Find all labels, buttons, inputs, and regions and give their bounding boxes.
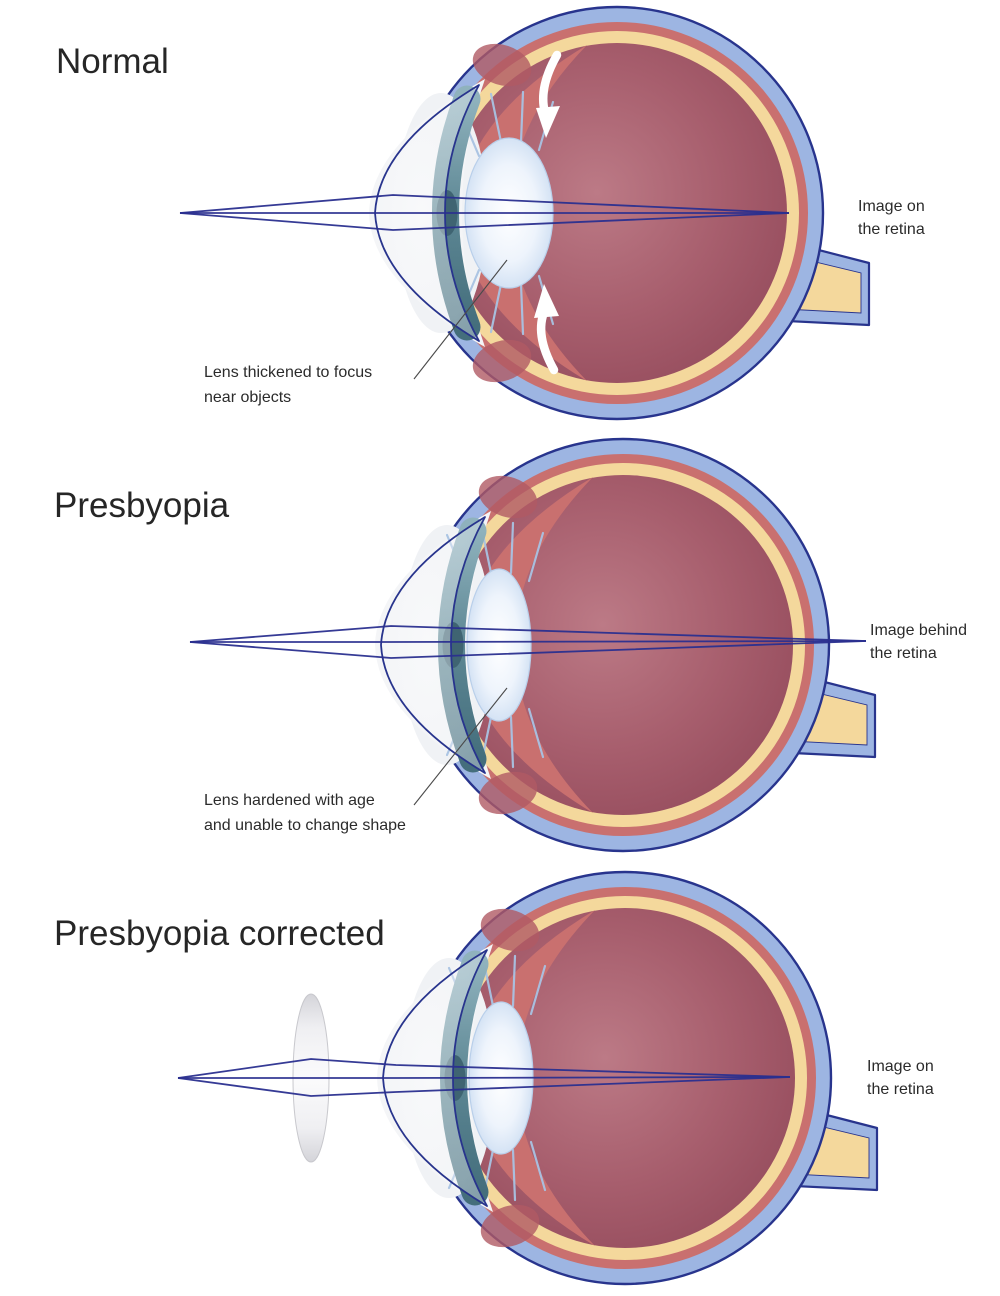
light-ray	[179, 212, 790, 231]
eye-diagram-presbyopia	[189, 437, 877, 853]
ciliary-body-region	[457, 45, 587, 381]
lens-annotation-normal: Lens thickened to focus near objects	[204, 360, 372, 410]
zonule-fibers	[519, 90, 525, 144]
retina-label-line: Image behind	[870, 622, 967, 639]
zonule-fibers	[527, 707, 545, 759]
retina-label-line: Image on	[858, 198, 925, 215]
light-ray	[179, 194, 790, 214]
annotation-leader-line	[413, 687, 508, 806]
light-ray	[189, 640, 867, 659]
zonule-fibers	[529, 1140, 547, 1192]
light-ray	[189, 625, 867, 643]
zonule-fibers	[527, 531, 545, 583]
ciliary-body-region	[463, 477, 593, 813]
zonule-fibers	[489, 282, 503, 334]
lens-annotation-line: Lens hardened with age	[204, 792, 375, 809]
light-ray	[178, 1076, 791, 1079]
zonule-fibers	[489, 92, 503, 144]
retina-label-line: the retina	[870, 645, 937, 662]
zonule-fibers	[519, 282, 525, 336]
panel-title-presbyopia: Presbyopia	[54, 486, 230, 525]
ciliary-body-region	[465, 910, 595, 1246]
zonule-fibers	[509, 521, 515, 575]
zonule-fibers	[529, 964, 547, 1016]
panel-title-presbyopia-corrected: Presbyopia corrected	[54, 914, 385, 953]
retina-label-presbyopia-corrected: Image on the retina	[867, 1055, 934, 1101]
vitreous-body	[453, 475, 793, 815]
light-ray	[177, 1076, 791, 1097]
ciliary-process	[472, 339, 532, 383]
ciliary-process	[472, 43, 532, 87]
lens-annotation-line: Lens thickened to focus	[204, 364, 373, 381]
ciliary-process	[478, 771, 538, 815]
retina-label-presbyopia: Image behind the retina	[870, 619, 967, 665]
ciliary-muscle-arrowhead-up	[534, 284, 559, 318]
light-ray	[177, 1058, 791, 1079]
cornea	[380, 516, 486, 774]
retina-label-line: the retina	[867, 1081, 934, 1098]
eye-diagram-normal	[179, 5, 871, 421]
ciliary-muscle-arrowhead-down	[536, 106, 560, 138]
ciliary-process	[478, 475, 538, 519]
ciliary-process	[480, 908, 540, 952]
lens-annotation-line: near objects	[204, 389, 292, 406]
retina-label-normal: Image on the retina	[858, 195, 925, 241]
annotation-leader-line	[413, 259, 508, 380]
retina-label-line: the retina	[858, 221, 925, 238]
lens-annotation-presbyopia: Lens hardened with age and unable to cha…	[204, 788, 406, 838]
zonule-fibers	[511, 954, 517, 1008]
light-ray	[190, 640, 867, 643]
retina-label-line: Image on	[867, 1058, 934, 1075]
zonule-fibers	[509, 715, 515, 769]
zonule-fibers	[511, 1148, 517, 1202]
lens-annotation-line: and unable to change shape	[204, 817, 406, 834]
ciliary-process	[480, 1204, 540, 1248]
eye-diagram-presbyopia-corrected	[177, 870, 879, 1286]
crystalline-lens	[466, 568, 532, 722]
panel-title-normal: Normal	[56, 42, 169, 81]
